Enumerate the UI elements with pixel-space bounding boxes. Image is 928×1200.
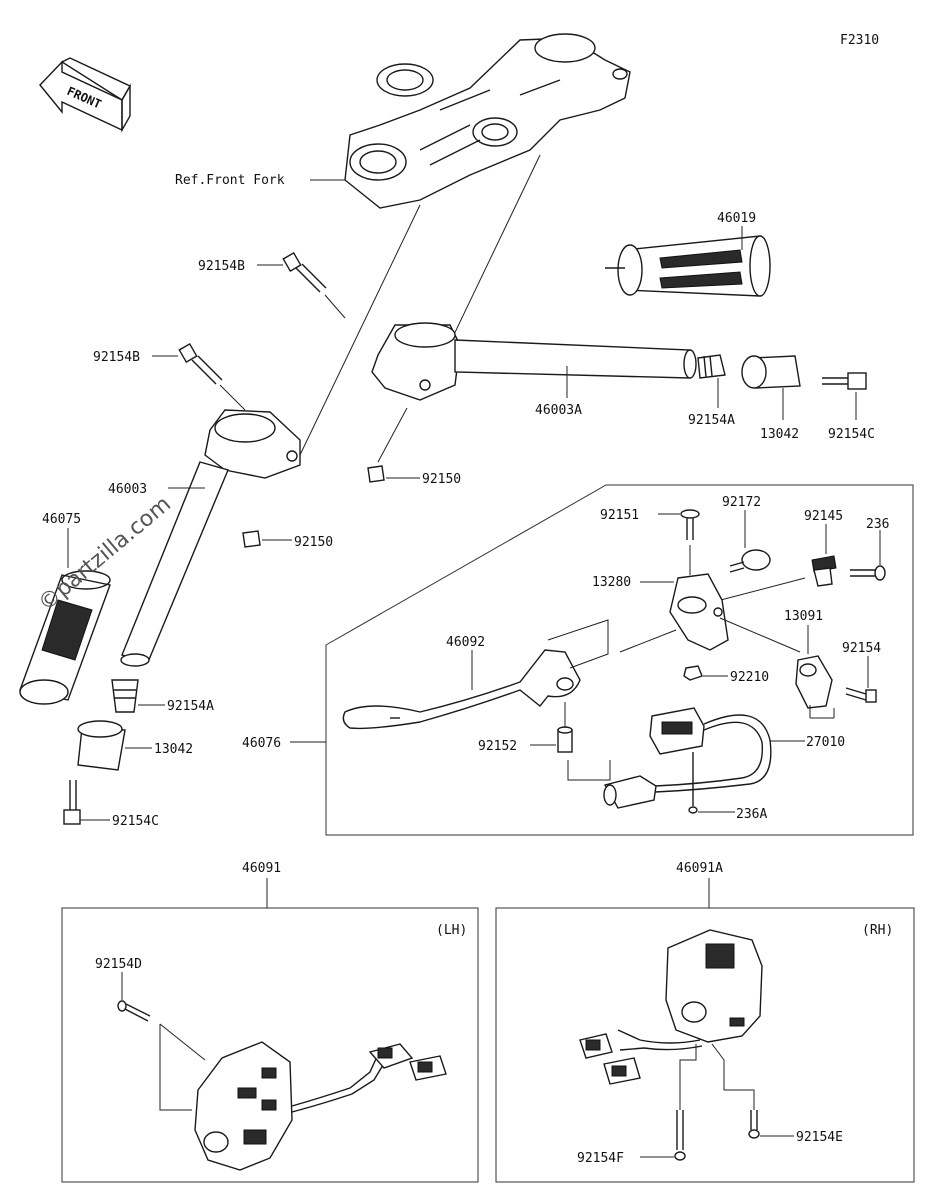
lh-side-label: (LH) <box>436 923 467 938</box>
bar-end-13042-right <box>741 355 801 389</box>
label-92154d: 92154D <box>95 957 142 972</box>
label-46003: 46003 <box>108 482 147 497</box>
grip-46075 <box>19 570 111 705</box>
bushing-92152 <box>557 726 573 753</box>
handlebar-46003a <box>371 322 697 401</box>
label-92172: 92172 <box>722 495 761 510</box>
label-92154c-left: 92154C <box>112 814 159 829</box>
label-27010: 27010 <box>806 735 845 750</box>
label-13280: 13280 <box>592 575 631 590</box>
label-92154b-upper: 92154B <box>198 259 245 274</box>
rh-switch-box <box>495 907 915 1183</box>
screw-236 <box>850 565 886 581</box>
screw-92154a-left <box>111 679 139 713</box>
ref-front-fork-label: Ref.Front Fork <box>175 173 285 188</box>
switch-27010 <box>603 707 772 809</box>
bolt-92150-lower <box>242 530 261 548</box>
screw-236a <box>688 752 698 814</box>
label-46003a: 46003A <box>535 403 582 418</box>
label-92150-lower: 92150 <box>294 535 333 550</box>
label-92150-upper: 92150 <box>422 472 461 487</box>
label-236: 236 <box>866 517 889 532</box>
lh-switch-box <box>61 907 479 1183</box>
label-92152: 92152 <box>478 739 517 754</box>
label-92210: 92210 <box>730 670 769 685</box>
clamp-13091 <box>795 655 833 709</box>
label-46019: 46019 <box>717 211 756 226</box>
label-92145: 92145 <box>804 509 843 524</box>
screw-92154f <box>674 1110 686 1161</box>
bar-end-13042-left <box>77 720 126 771</box>
label-236a: 236A <box>736 807 767 822</box>
figure-code: F2310 <box>840 33 879 48</box>
label-46091a: 46091A <box>676 861 723 876</box>
label-92154c-right: 92154C <box>828 427 875 442</box>
bolt-92150-upper <box>367 465 385 483</box>
label-92154f: 92154F <box>577 1151 624 1166</box>
label-92154a-right: 92154A <box>688 413 735 428</box>
rh-side-label: (RH) <box>862 923 893 938</box>
label-46092: 46092 <box>446 635 485 650</box>
label-46091: 46091 <box>242 861 281 876</box>
lever-46092 <box>342 649 581 730</box>
grip-46019 <box>605 235 771 297</box>
label-13042-right: 13042 <box>760 427 799 442</box>
label-46076: 46076 <box>242 736 281 751</box>
label-13042-left: 13042 <box>154 742 193 757</box>
rh-switch-housing <box>579 929 763 1085</box>
label-92151: 92151 <box>600 508 639 523</box>
front-arrow-icon: FRONT <box>39 57 131 133</box>
screw-92154e <box>748 1110 760 1139</box>
screw-92154d <box>117 1000 151 1022</box>
clip-92145 <box>811 555 837 587</box>
label-46075: 46075 <box>42 512 81 527</box>
screw-92151 <box>680 509 700 540</box>
bolt-92154c-left <box>63 780 81 825</box>
lever-assembly-box <box>325 484 914 836</box>
label-92154a-left: 92154A <box>167 699 214 714</box>
bolt-92154 <box>845 687 877 703</box>
label-92154b-lower: 92154B <box>93 350 140 365</box>
bolt-92154b-upper <box>282 251 327 293</box>
lh-switch-housing <box>194 1041 447 1171</box>
nut-92210 <box>683 665 703 681</box>
bolt-92154b-lower <box>178 342 223 385</box>
adjuster-92172 <box>729 549 771 573</box>
lever-holder-13280 <box>669 573 729 651</box>
triple-clamp-ref <box>344 33 631 209</box>
label-13091: 13091 <box>784 609 823 624</box>
handlebar-46003 <box>120 409 301 667</box>
bolt-92154c-right <box>822 372 867 390</box>
label-92154: 92154 <box>842 641 881 656</box>
screw-92154a-right <box>697 354 726 379</box>
label-92154e: 92154E <box>796 1130 843 1145</box>
